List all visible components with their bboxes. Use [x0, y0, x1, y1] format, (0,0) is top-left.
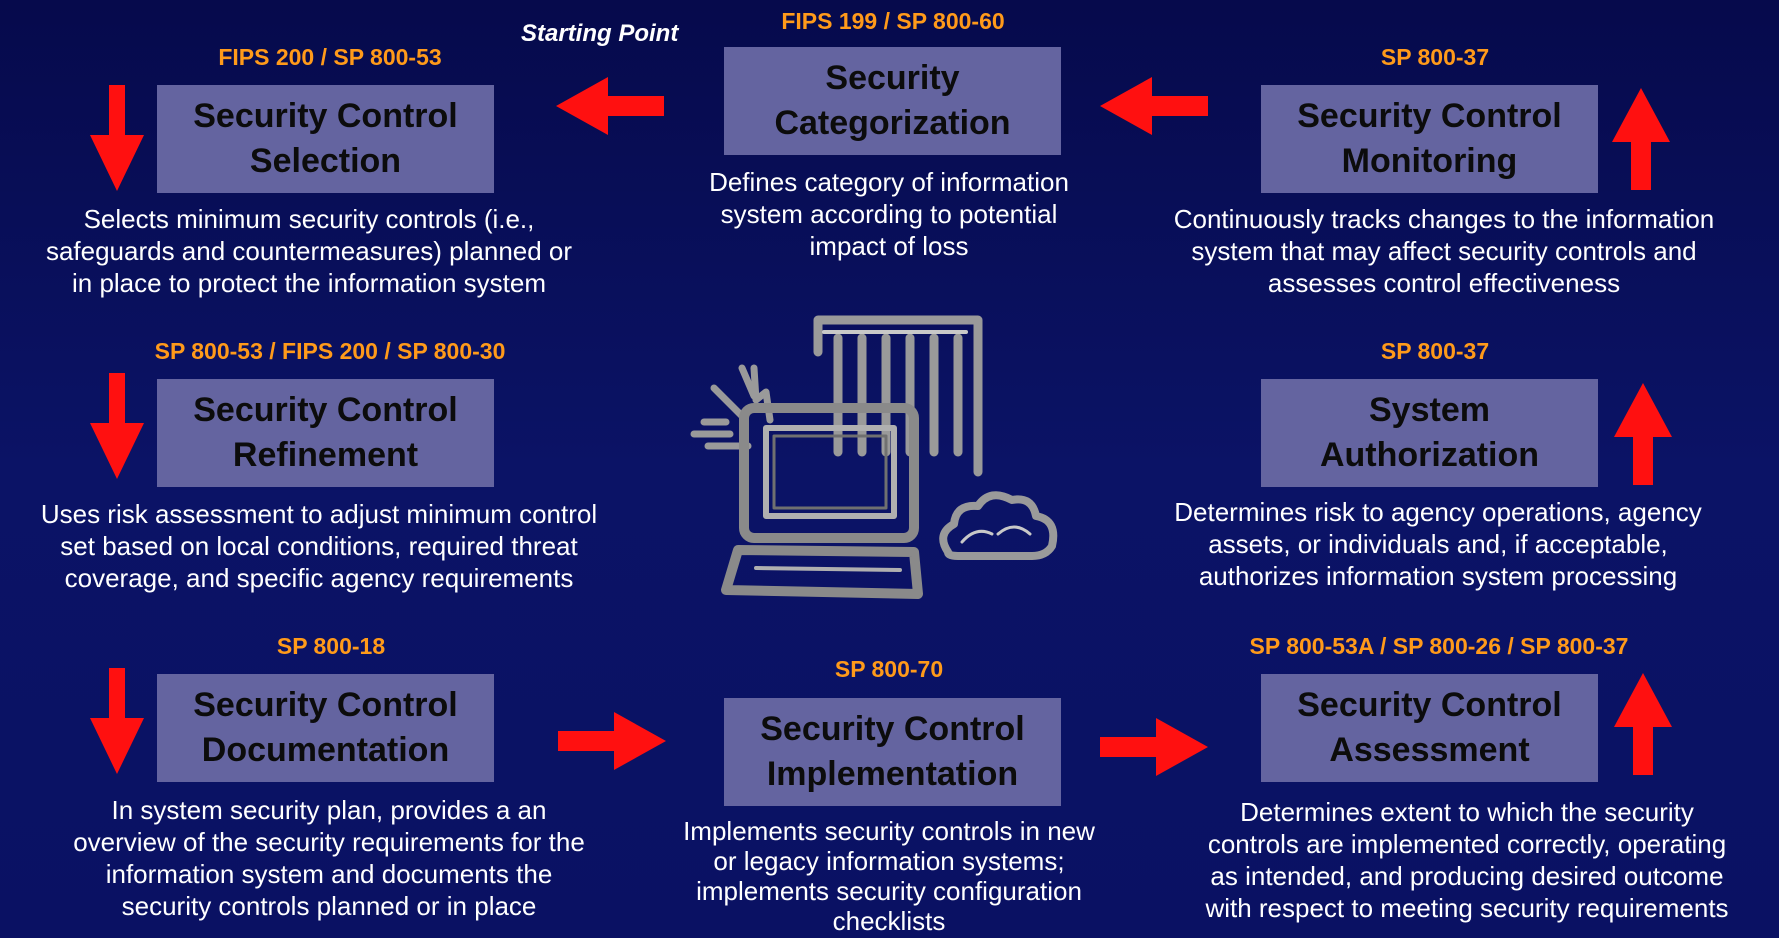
desc-line: as intended, and producing desired outco… — [1210, 861, 1724, 891]
arrow-up-icon — [1614, 383, 1672, 485]
box-security-control-assessment[interactable]: Security Control Assessment — [1261, 674, 1598, 782]
arrow-left-icon — [556, 77, 664, 135]
arrow-down-icon — [90, 668, 144, 774]
box-title-line2: Categorization — [774, 104, 1011, 142]
desc-refinement: Uses risk assessment to adjust minimum c… — [0, 498, 639, 594]
box-title-line1: Security Control — [193, 391, 458, 429]
desc-line: set based on local conditions, required … — [60, 531, 578, 561]
desc-line: information system and documents the — [105, 859, 553, 889]
desc-assessment: Determines extent to which the security … — [1157, 796, 1777, 924]
box-title-line1: Security Control — [193, 686, 458, 724]
box-title-line2: Selection — [249, 142, 402, 180]
desc-line: safeguards and countermeasures) planned … — [45, 236, 573, 266]
desc-line: in place to protect the information syst… — [71, 268, 546, 298]
box-title-line1: Security Control — [1297, 97, 1562, 135]
keyboard-icon — [721, 545, 923, 599]
box-security-control-refinement[interactable]: Security Control Refinement — [157, 379, 494, 487]
arrow-left-icon — [1100, 77, 1208, 135]
computer-workstation-icon — [690, 315, 1058, 599]
desc-line: In system security plan, provides a an — [111, 795, 547, 825]
box-title-line1: Security Control — [1297, 686, 1562, 724]
desc-line: impact of loss — [809, 231, 969, 261]
desc-line: Continuously tracks changes to the infor… — [1173, 204, 1715, 234]
cloud-icon — [939, 491, 1058, 560]
ref-authorization: SP 800-37 — [1380, 338, 1490, 364]
box-title-line1: Security Control — [760, 710, 1025, 748]
box-security-control-documentation[interactable]: Security Control Documentation — [157, 674, 494, 782]
desc-authorization: Determines risk to agency operations, ag… — [1118, 496, 1758, 592]
box-title-line1: Security Control — [193, 97, 458, 135]
desc-line: Defines category of information — [709, 167, 1069, 197]
desc-categorization: Defines category of information system a… — [659, 166, 1119, 262]
starting-point-label: Starting Point — [521, 20, 679, 47]
desc-documentation: In system security plan, provides a an o… — [19, 794, 639, 922]
ref-selection: FIPS 200 / SP 800-53 — [218, 44, 442, 70]
desc-line: system that may affect security controls… — [1191, 236, 1697, 266]
box-title-line2: Refinement — [232, 436, 419, 474]
desc-line: Implements security controls in new — [683, 816, 1095, 846]
ref-monitoring: SP 800-37 — [1380, 44, 1490, 70]
desc-monitoring: Continuously tracks changes to the infor… — [1124, 203, 1764, 299]
desc-line: overview of the security requirements fo… — [73, 827, 585, 857]
ref-implementation: SP 800-70 — [834, 656, 944, 682]
ref-categorization: FIPS 199 / SP 800-60 — [781, 8, 1005, 34]
box-title-line2: Assessment — [1329, 731, 1530, 769]
box-security-control-selection[interactable]: Security Control Selection — [157, 85, 494, 193]
box-title-line2: Documentation — [201, 731, 450, 769]
desc-line: Selects minimum security controls (i.e., — [83, 204, 535, 234]
monitor-icon — [739, 403, 919, 543]
arrow-down-icon — [90, 373, 144, 479]
box-security-control-monitoring[interactable]: Security Control Monitoring — [1261, 85, 1598, 193]
desc-line: Determines extent to which the security — [1240, 797, 1694, 827]
ref-refinement: SP 800-53 / FIPS 200 / SP 800-30 — [154, 338, 506, 364]
ref-documentation: SP 800-18 — [276, 633, 386, 659]
box-title-line2: Implementation — [766, 755, 1019, 793]
box-title-line1: System — [1369, 391, 1490, 429]
desc-selection: Selects minimum security controls (i.e.,… — [4, 203, 614, 299]
desc-line: security controls planned or in place — [121, 891, 537, 921]
arrow-up-icon — [1612, 88, 1670, 190]
box-title-line2: Authorization — [1319, 436, 1540, 474]
desc-line: assets, or individuals and, if acceptabl… — [1208, 529, 1668, 559]
desc-line: or legacy information systems; — [713, 846, 1065, 876]
desc-line: system according to potential — [720, 199, 1058, 229]
desc-line: controls are implemented correctly, oper… — [1207, 829, 1727, 859]
arrow-up-icon — [1614, 673, 1672, 775]
desc-line: assesses control effectiveness — [1267, 268, 1621, 298]
desc-line: with respect to meeting security require… — [1205, 893, 1729, 923]
box-system-authorization[interactable]: System Authorization — [1261, 379, 1598, 487]
desc-line: Uses risk assessment to adjust minimum c… — [40, 499, 598, 529]
ref-assessment: SP 800-53A / SP 800-26 / SP 800-37 — [1249, 633, 1629, 659]
box-security-categorization[interactable]: Security Categorization — [724, 47, 1061, 155]
desc-line: Determines risk to agency operations, ag… — [1174, 497, 1702, 527]
server-rack-icon — [813, 315, 983, 477]
desc-line: implements security configuration — [696, 876, 1082, 906]
arrow-down-icon — [90, 85, 144, 191]
desc-line: authorizes information system processing — [1198, 561, 1678, 591]
arrow-right-icon — [1100, 718, 1208, 776]
desc-line: coverage, and specific agency requiremen… — [64, 563, 574, 593]
arrow-right-icon — [558, 712, 666, 770]
desc-implementation: Implements security controls in new or l… — [639, 816, 1139, 936]
box-title-line1: Security — [825, 59, 960, 97]
desc-line: checklists — [832, 906, 946, 936]
box-security-control-implementation[interactable]: Security Control Implementation — [724, 698, 1061, 806]
box-title-line2: Monitoring — [1341, 142, 1518, 180]
